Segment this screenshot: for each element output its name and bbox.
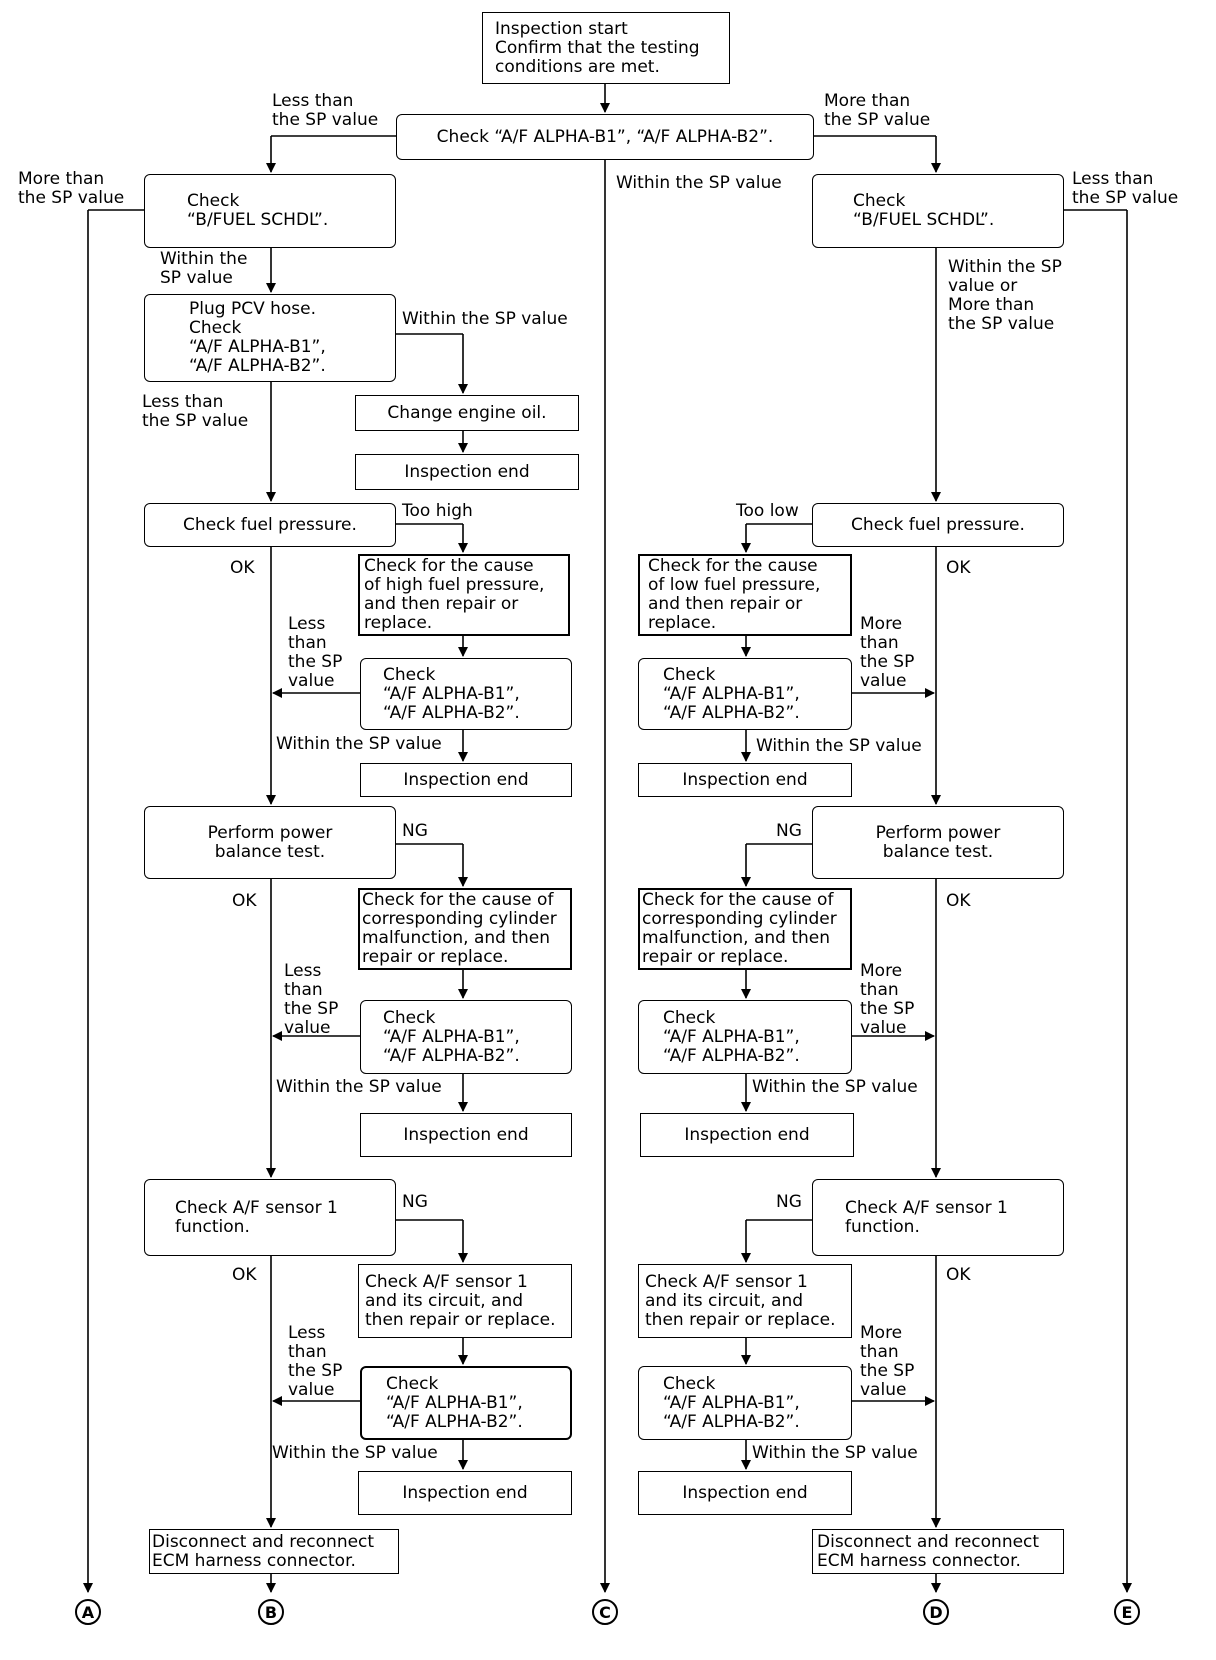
edge-label: Less than the SP value — [142, 392, 249, 431]
left-af-sensor-box: Check A/F sensor 1 function. — [144, 1179, 396, 1256]
right-end-fuel-box: Inspection end — [638, 763, 852, 797]
edge-label: Within the SP value — [756, 736, 922, 756]
left-af-circuit-box: Check A/F sensor 1 and its circuit, and … — [358, 1264, 572, 1338]
edge-label: NG — [402, 1192, 428, 1212]
left-cylinder-cause-box: Check for the cause of corresponding cyl… — [358, 888, 572, 970]
left-end-oil-box: Inspection end — [355, 454, 579, 490]
edge-label: More than the SP value — [860, 961, 915, 1038]
low-fuel-pressure-cause-box: Check for the cause of low fuel pressure… — [638, 554, 852, 636]
right-power-balance-box: Perform power balance test. — [812, 806, 1064, 879]
edge-label: Less than the SP value — [288, 614, 343, 691]
edge-label: More than the SP value — [824, 91, 931, 130]
left-check-alpha-pb-box: Check “A/F ALPHA-B1”, “A/F ALPHA-B2”. — [360, 1000, 572, 1074]
edge-label: More than the SP value — [18, 169, 125, 208]
left-check-alpha-fuel-box: Check “A/F ALPHA-B1”, “A/F ALPHA-B2”. — [360, 658, 572, 730]
edge-label: NG — [776, 821, 802, 841]
left-end-af-box: Inspection end — [358, 1471, 572, 1515]
edge-label: Too high — [402, 501, 473, 521]
edge-label: Less than the SP value — [284, 961, 339, 1038]
connector-e: E — [1114, 1599, 1140, 1625]
edge-label: OK — [232, 891, 257, 911]
right-check-alpha-fuel-box: Check “A/F ALPHA-B1”, “A/F ALPHA-B2”. — [638, 658, 852, 730]
right-bfuel-check-box: Check “B/FUEL SCHDL”. — [812, 174, 1064, 248]
edge-label: Within the SP value — [160, 249, 248, 288]
edge-label: Within the SP value — [272, 1443, 438, 1463]
edge-label: Within the SP value — [616, 173, 782, 193]
change-engine-oil-box: Change engine oil. — [355, 395, 579, 431]
edge-label: Less than the SP value — [288, 1323, 343, 1400]
right-af-circuit-box: Check A/F sensor 1 and its circuit, and … — [638, 1264, 852, 1338]
edge-label: OK — [946, 1265, 971, 1285]
left-power-balance-box: Perform power balance test. — [144, 806, 396, 879]
right-end-pb-box: Inspection end — [640, 1113, 854, 1157]
edge-label: Within the SP value or More than the SP … — [948, 257, 1062, 334]
high-fuel-pressure-cause-box: Check for the cause of high fuel pressur… — [358, 554, 570, 636]
edge-label: Too low — [736, 501, 799, 521]
left-ecm-reconnect-box: Disconnect and reconnect ECM harness con… — [149, 1529, 399, 1574]
right-check-alpha-af-box: Check “A/F ALPHA-B1”, “A/F ALPHA-B2”. — [638, 1366, 852, 1440]
edge-label: Within the SP value — [276, 734, 442, 754]
right-af-sensor-box: Check A/F sensor 1 function. — [812, 1179, 1064, 1256]
right-cylinder-cause-box: Check for the cause of corresponding cyl… — [638, 888, 852, 970]
left-end-pb-box: Inspection end — [360, 1113, 572, 1157]
edge-label: Within the SP value — [276, 1077, 442, 1097]
edge-label: NG — [402, 821, 428, 841]
left-check-alpha-af-box: Check “A/F ALPHA-B1”, “A/F ALPHA-B2”. — [360, 1366, 572, 1440]
right-check-alpha-pb-box: Check “A/F ALPHA-B1”, “A/F ALPHA-B2”. — [638, 1000, 852, 1074]
edge-label: OK — [230, 558, 255, 578]
connector-c: C — [592, 1599, 618, 1625]
left-end-fuel-box: Inspection end — [360, 763, 572, 797]
connector-a: A — [75, 1599, 101, 1625]
left-fuel-pressure-box: Check fuel pressure. — [144, 503, 396, 547]
edge-label: Within the SP value — [752, 1077, 918, 1097]
connector-d: D — [923, 1599, 949, 1625]
edge-label: Less than the SP value — [272, 91, 379, 130]
right-end-af-box: Inspection end — [638, 1471, 852, 1515]
left-plug-pcv-box: Plug PCV hose. Check “A/F ALPHA-B1”, “A/… — [144, 294, 396, 382]
edge-label: More than the SP value — [860, 1323, 915, 1400]
edge-label: OK — [946, 558, 971, 578]
edge-label: More than the SP value — [860, 614, 915, 691]
edge-label: Within the SP value — [752, 1443, 918, 1463]
edge-label: Within the SP value — [402, 309, 568, 329]
right-fuel-pressure-box: Check fuel pressure. — [812, 503, 1064, 547]
edge-label: OK — [946, 891, 971, 911]
inspection-start-box: Inspection start Confirm that the testin… — [482, 12, 730, 84]
right-ecm-reconnect-box: Disconnect and reconnect ECM harness con… — [812, 1529, 1064, 1574]
connector-b: B — [258, 1599, 284, 1625]
check-alpha-main-box: Check “A/F ALPHA-B1”, “A/F ALPHA-B2”. — [396, 114, 814, 160]
left-bfuel-check-box: Check “B/FUEL SCHDL”. — [144, 174, 396, 248]
edge-label: NG — [776, 1192, 802, 1212]
edge-label: OK — [232, 1265, 257, 1285]
edge-label: Less than the SP value — [1072, 169, 1179, 208]
